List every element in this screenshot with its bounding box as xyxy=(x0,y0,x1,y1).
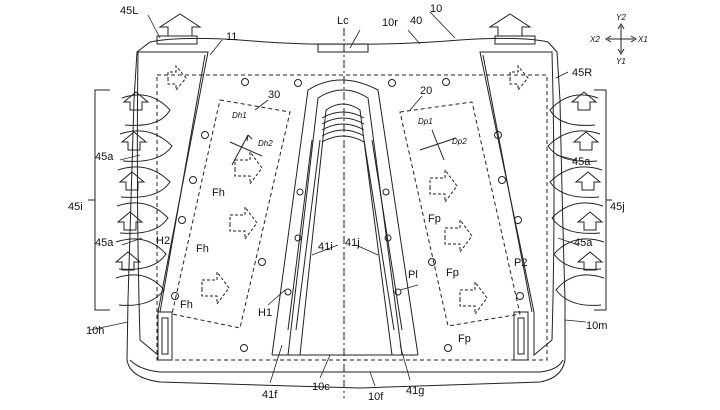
center-channel xyxy=(271,79,419,356)
label-45a-4: 45a xyxy=(574,237,593,249)
label-Fp-1: Fp xyxy=(428,213,441,225)
compass-x1: X1 xyxy=(637,35,648,44)
right-grip-panel xyxy=(479,51,555,357)
top-tab-right xyxy=(494,35,536,45)
left-bottom-port xyxy=(157,311,173,361)
exhaust-arrow-right xyxy=(488,13,532,37)
compass-x2: X2 xyxy=(589,35,600,44)
label-45L: 45L xyxy=(120,5,138,17)
right-fin-arrows xyxy=(570,91,604,271)
compass-y1: Y1 xyxy=(616,57,626,66)
label-10h: 10h xyxy=(86,325,104,337)
panel-30 xyxy=(171,99,291,329)
left-grip-panel xyxy=(136,51,209,357)
label-Dp1: Dp1 xyxy=(418,117,433,126)
body-outline xyxy=(126,37,566,389)
label-41f: 41f xyxy=(262,389,278,401)
fp-arrows xyxy=(429,64,529,316)
top-center-slot xyxy=(317,43,369,53)
left-fins xyxy=(115,94,173,306)
labels: 45L Lc 10r 40 10 11 45R 30 20 45a 45a 45… xyxy=(68,3,648,403)
exhaust-arrow-left xyxy=(158,13,202,37)
label-45R: 45R xyxy=(572,67,592,79)
label-Dh1: Dh1 xyxy=(232,111,247,120)
label-10f: 10f xyxy=(368,391,384,403)
label-Dp2: Dp2 xyxy=(452,137,467,146)
compass-y2: Y2 xyxy=(616,13,626,22)
label-45i: 45i xyxy=(68,201,83,213)
label-P2: P2 xyxy=(514,257,527,269)
label-H2: H2 xyxy=(156,235,170,247)
right-bottom-port xyxy=(513,311,529,361)
compass xyxy=(605,23,637,55)
label-H1: H1 xyxy=(258,307,272,319)
label-Fh-2: Fh xyxy=(196,243,209,255)
label-41i: 41i xyxy=(318,241,333,253)
label-45a-2: 45a xyxy=(572,156,591,168)
label-Fh-1: Fh xyxy=(212,187,225,199)
label-10c: 10c xyxy=(312,381,330,393)
label-Fp-2: Fp xyxy=(446,267,459,279)
label-10r: 10r xyxy=(382,17,398,29)
label-Fp-3: Fp xyxy=(458,333,471,345)
dh-cross xyxy=(229,134,263,166)
label-11: 11 xyxy=(226,31,237,43)
screw-holes xyxy=(171,78,524,352)
label-30: 30 xyxy=(268,89,280,101)
right-fins xyxy=(547,94,605,306)
fh-arrows xyxy=(167,64,263,306)
label-45a-3: 45a xyxy=(95,237,114,249)
label-20: 20 xyxy=(420,85,432,97)
label-45j: 45j xyxy=(610,201,625,213)
leader-lines xyxy=(89,11,587,387)
dp-cross xyxy=(419,129,457,161)
left-fin-arrows xyxy=(114,91,150,271)
label-Lc: Lc xyxy=(337,15,349,27)
label-45a-1: 45a xyxy=(95,151,114,163)
label-41g: 41g xyxy=(406,385,424,397)
bracket-45i xyxy=(94,89,110,311)
label-10m: 10m xyxy=(586,320,607,332)
label-Pl: Pl xyxy=(408,269,418,281)
label-Fh-3: Fh xyxy=(180,299,193,311)
region-11 xyxy=(156,74,548,361)
label-10: 10 xyxy=(430,3,442,15)
label-40: 40 xyxy=(410,15,422,27)
label-41j: 41j xyxy=(345,237,360,249)
label-Dh2: Dh2 xyxy=(258,139,273,148)
panel-20 xyxy=(399,101,521,327)
